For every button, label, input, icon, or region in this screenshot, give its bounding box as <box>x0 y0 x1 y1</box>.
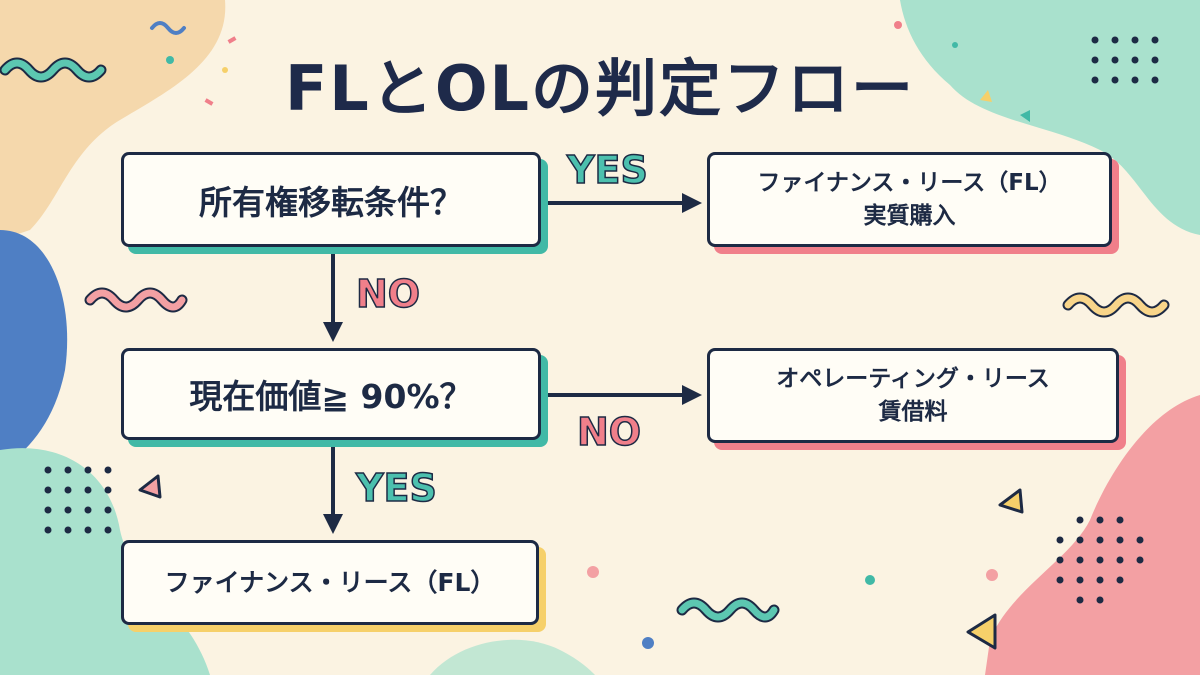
edge-label-q1-no: NO <box>355 271 421 317</box>
dot-grid-bottom-right <box>1056 516 1144 604</box>
decision-present-value-text: 現在価値≧ 90%？ <box>189 377 473 416</box>
pink-blob-bottom-right <box>985 395 1200 675</box>
edge-label-q2-yes: YES <box>355 465 437 511</box>
squiggle-blue-small <box>150 21 186 35</box>
decision-ownership-transfer-text: 所有権移転条件？ <box>199 182 463 222</box>
result-operating-lease-line1: オペレーティング・リース <box>776 365 1050 392</box>
decision-ownership-transfer: 所有権移転条件？ <box>121 152 541 247</box>
edge-label-q1-yes: YES <box>566 147 648 193</box>
result-finance-lease-bottom-text: ファイナンス・リース（FL） <box>164 568 496 597</box>
blue-blob-left <box>0 230 68 470</box>
result-finance-lease-bottom: ファイナンス・リース（FL） <box>121 540 539 625</box>
triangle-pink-left <box>138 474 162 499</box>
result-finance-lease-top: ファイナンス・リース（FL） 実質購入 <box>707 152 1112 247</box>
result-finance-lease-top-line1: ファイナンス・リース（FL） <box>757 169 1062 196</box>
mint-blob-top-right <box>900 0 1200 235</box>
decision-present-value: 現在価値≧ 90%？ <box>121 348 541 440</box>
triangle-yellow-bottom-right <box>966 613 997 650</box>
result-operating-lease-line2: 賃借料 <box>878 398 948 425</box>
dot-grid-bottom-left <box>44 466 112 534</box>
edge-label-q2-no: NO <box>576 409 642 455</box>
result-finance-lease-top-line2: 実質購入 <box>863 202 956 229</box>
result-operating-lease: オペレーティング・リース 賃借料 <box>707 348 1119 443</box>
sage-blob-bottom-center <box>430 639 595 675</box>
triangle-yellow-right <box>998 488 1024 514</box>
diagram-title: FLとOLの判定フロー <box>284 52 916 125</box>
dot-grid-top-right <box>1091 36 1159 84</box>
